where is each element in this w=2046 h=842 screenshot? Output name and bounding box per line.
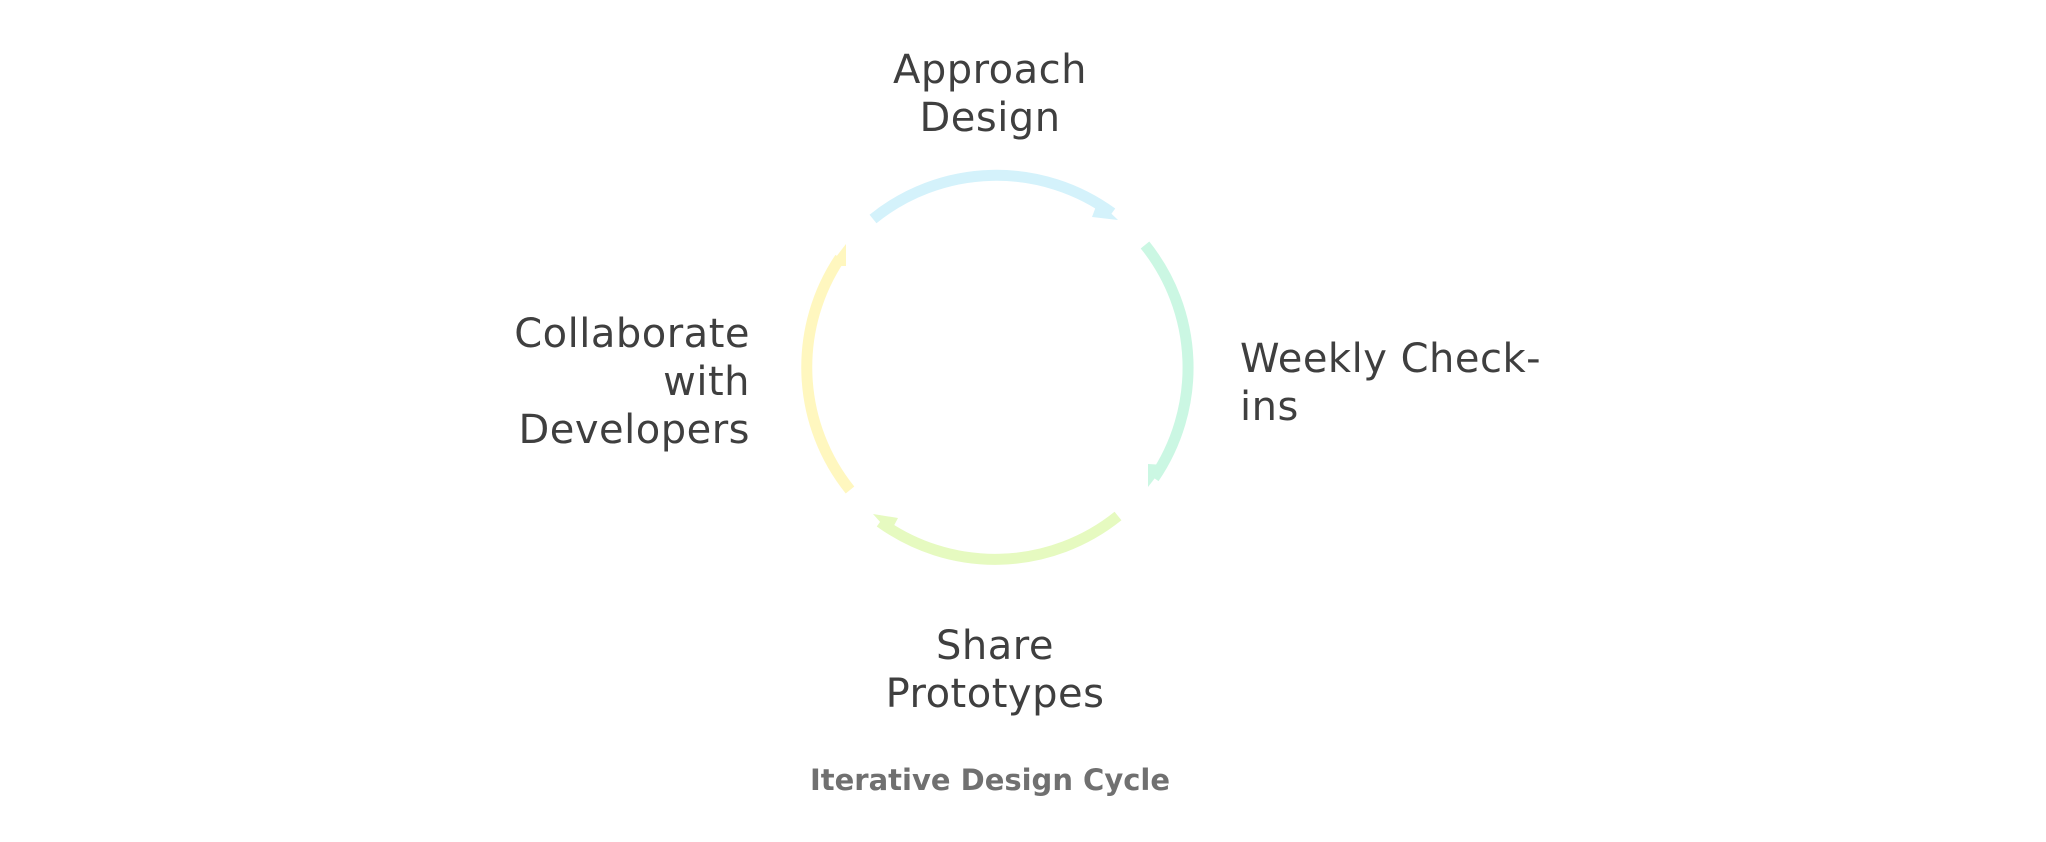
arrowhead-top <box>1092 201 1118 220</box>
step-label-line: Approach <box>892 47 1088 93</box>
arrow-top <box>869 169 1116 224</box>
step-label-line: with <box>663 359 750 405</box>
step-label-line: Share <box>936 623 1054 669</box>
step-label-line: Prototypes <box>885 671 1105 717</box>
step-label-line: ins <box>1240 384 1299 430</box>
arrow-bottom <box>876 511 1122 565</box>
arrowhead-bottom <box>873 514 898 533</box>
arrowhead-left <box>829 244 846 266</box>
arrow-right <box>1140 241 1194 482</box>
step-label-weekly-check-ins: Weekly Check-ins <box>1240 335 1560 431</box>
arrow-left <box>801 254 855 494</box>
arrowhead-right <box>1148 464 1165 487</box>
step-label-line: Developers <box>518 407 750 453</box>
step-label-line: Collaborate <box>514 311 750 357</box>
step-label-line: Design <box>919 95 1061 141</box>
step-label-line: Weekly Check- <box>1240 336 1542 382</box>
diagram-caption: Iterative Design Cycle <box>809 763 1171 797</box>
